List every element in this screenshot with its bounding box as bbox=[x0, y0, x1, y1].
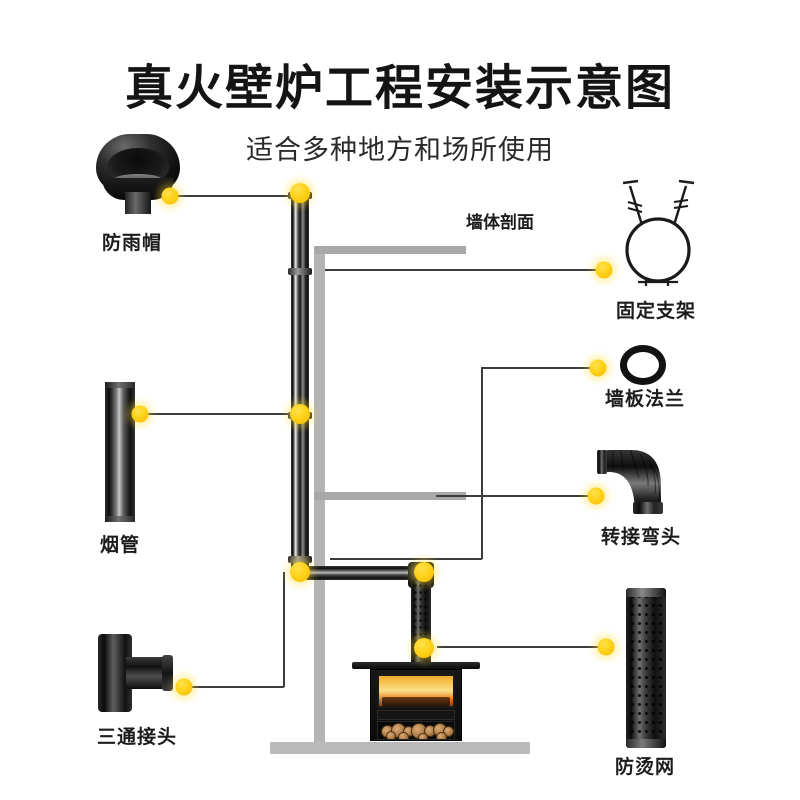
anti-scald-mesh-top-collar bbox=[626, 588, 666, 597]
firewood-log bbox=[436, 732, 447, 739]
connector-dot-anti-scald-mesh bbox=[597, 638, 615, 656]
wall-section-label: 墙体剖面 bbox=[466, 213, 534, 232]
leader-line-tee-joint-v bbox=[283, 572, 285, 687]
connector-dot-adapter-elbow bbox=[587, 487, 605, 505]
connector-dot-bracket bbox=[595, 261, 613, 279]
chimney-joint-collar-3 bbox=[288, 556, 312, 563]
connector-dot-wall-flange bbox=[589, 359, 607, 377]
page-title: 真火壁炉工程安装示意图 bbox=[124, 60, 675, 116]
chimney-stack-pipe bbox=[291, 192, 309, 572]
connector-dot-chimney-base bbox=[290, 562, 310, 582]
bracket-part bbox=[622, 179, 695, 286]
chimney-joint-collar-1 bbox=[288, 268, 312, 275]
leader-line-rain-cap bbox=[170, 195, 301, 197]
anti-scald-mesh-bottom-collar bbox=[626, 739, 666, 748]
leader-line-adapter-elbow bbox=[436, 495, 596, 497]
connector-dot-stove-mesh bbox=[414, 638, 434, 658]
rain-cap-lip bbox=[102, 178, 174, 200]
label-bracket: 固定支架 bbox=[615, 301, 697, 322]
stove-horizontal-pipe bbox=[300, 566, 418, 580]
leader-line-tee-joint-h bbox=[184, 686, 284, 688]
stove-burning-logs bbox=[382, 697, 450, 706]
flue-pipe-collar-bottom bbox=[105, 516, 135, 522]
flue-pipe-part bbox=[105, 382, 135, 522]
stove-log-storage bbox=[377, 721, 455, 740]
leader-line-wall-flange-h2 bbox=[330, 558, 482, 560]
firewood-log bbox=[386, 731, 396, 739]
tee-joint-part bbox=[98, 634, 176, 712]
connector-dot-rain-cap bbox=[161, 187, 179, 205]
label-adapter-elbow: 转接弯头 bbox=[600, 527, 682, 548]
connector-dot-stove-elbow bbox=[414, 562, 434, 582]
firewood-log bbox=[443, 726, 454, 737]
leader-line-bracket bbox=[325, 269, 604, 271]
anti-scald-mesh-perforations bbox=[629, 592, 663, 744]
leader-line-flue-pipe bbox=[140, 413, 301, 415]
connector-dot-flue-pipe bbox=[131, 405, 149, 423]
firewood-log bbox=[398, 732, 409, 739]
tee-joint-branch-collar bbox=[162, 655, 173, 691]
wall-slab-lower bbox=[314, 492, 466, 500]
connector-dot-chimney-top bbox=[290, 183, 310, 203]
label-wall-flange: 墙板法兰 bbox=[604, 389, 686, 410]
leader-line-wall-flange-h bbox=[482, 367, 598, 369]
anti-scald-mesh-part bbox=[626, 588, 666, 748]
flue-pipe-body bbox=[105, 382, 135, 522]
leader-line-anti-scald-mesh bbox=[437, 646, 606, 648]
stove-door-handle-bar bbox=[377, 710, 455, 720]
rain-cap-neck bbox=[125, 192, 151, 214]
adapter-elbow-part bbox=[597, 449, 663, 514]
rain-cap-part bbox=[96, 134, 180, 214]
leader-line-wall-flange-v bbox=[481, 367, 483, 559]
label-tee-joint: 三通接头 bbox=[96, 727, 178, 748]
label-rain-cap: 防雨帽 bbox=[101, 233, 163, 254]
wall-flange-part bbox=[620, 345, 666, 385]
connector-dot-tee-joint bbox=[175, 678, 193, 696]
page-subtitle: 适合多种地方和场所使用 bbox=[246, 135, 554, 165]
stove-top-plate bbox=[352, 662, 480, 669]
flue-pipe-collar-top bbox=[105, 382, 135, 388]
wall-slab-upper bbox=[314, 246, 466, 254]
floor-slab bbox=[270, 742, 530, 754]
label-flue-pipe: 烟管 bbox=[99, 535, 141, 556]
firewood-log bbox=[418, 733, 428, 739]
label-anti-scald-mesh: 防烫网 bbox=[614, 757, 676, 778]
connector-dot-chimney-mid bbox=[290, 404, 310, 424]
